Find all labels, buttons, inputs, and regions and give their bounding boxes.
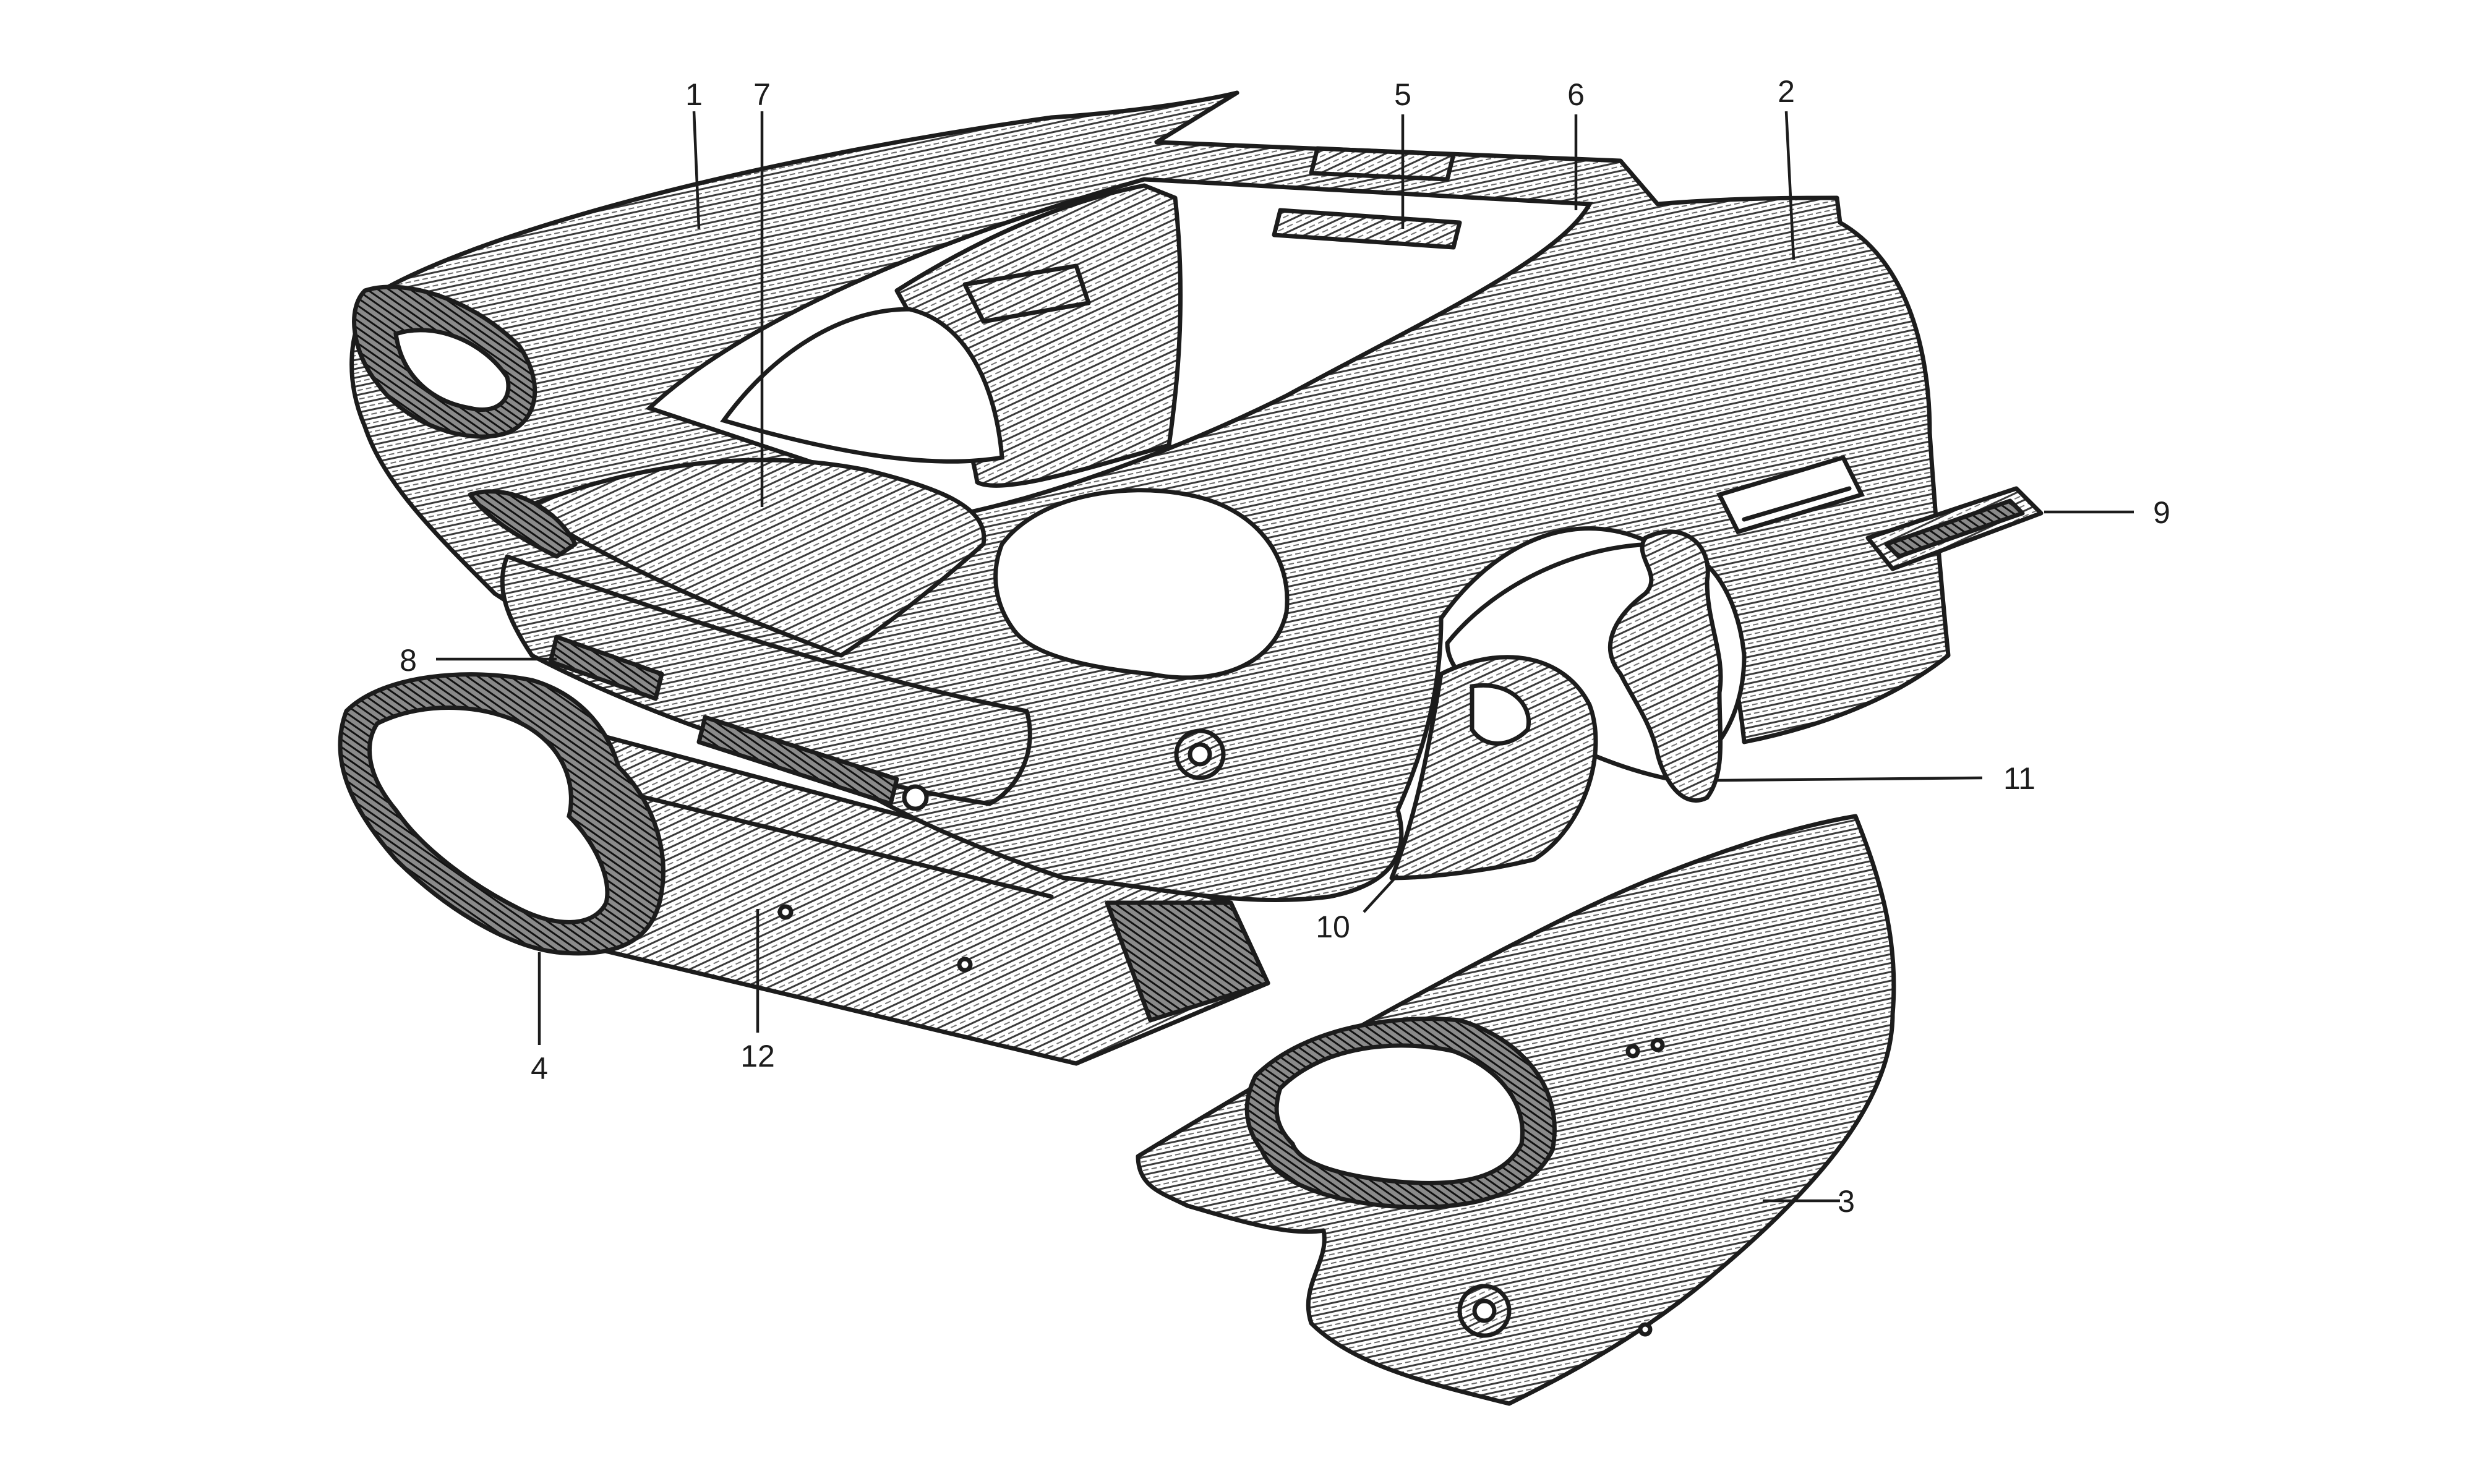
callout-9: 9: [2153, 495, 2170, 530]
callout-2: 2: [1778, 74, 1795, 109]
leader-1: [692, 111, 701, 229]
callout-8: 8: [400, 643, 417, 678]
front-body-shell: [349, 90, 1951, 903]
inner-wheel-arch-liner: [1389, 655, 1598, 881]
leader-10: [1363, 874, 1399, 913]
leader-lines: [436, 111, 2134, 1203]
callout-12: 12: [740, 1039, 775, 1073]
callout-6: 6: [1567, 77, 1585, 112]
lower-valance-panel: [480, 715, 1270, 1066]
side-vent-trim: [1865, 486, 2044, 571]
callout-10: 10: [1316, 910, 1350, 944]
wheel-arch-closing-panel: [1607, 529, 1723, 803]
leader-2: [1784, 111, 1796, 260]
callout-4: 4: [531, 1051, 548, 1086]
callout-3: 3: [1838, 1184, 1855, 1219]
headlamp-surround-bezel: [338, 672, 666, 956]
callout-labels: 1 7 5 6 2 9 11 10 3 8 4 12: [400, 74, 2170, 1219]
callout-11: 11: [2003, 761, 2035, 796]
leader-11: [1716, 776, 1983, 782]
callout-5: 5: [1394, 77, 1411, 112]
front-wing-panel: [1136, 814, 1896, 1406]
callout-1: 1: [685, 77, 703, 112]
callout-7: 7: [753, 77, 771, 112]
